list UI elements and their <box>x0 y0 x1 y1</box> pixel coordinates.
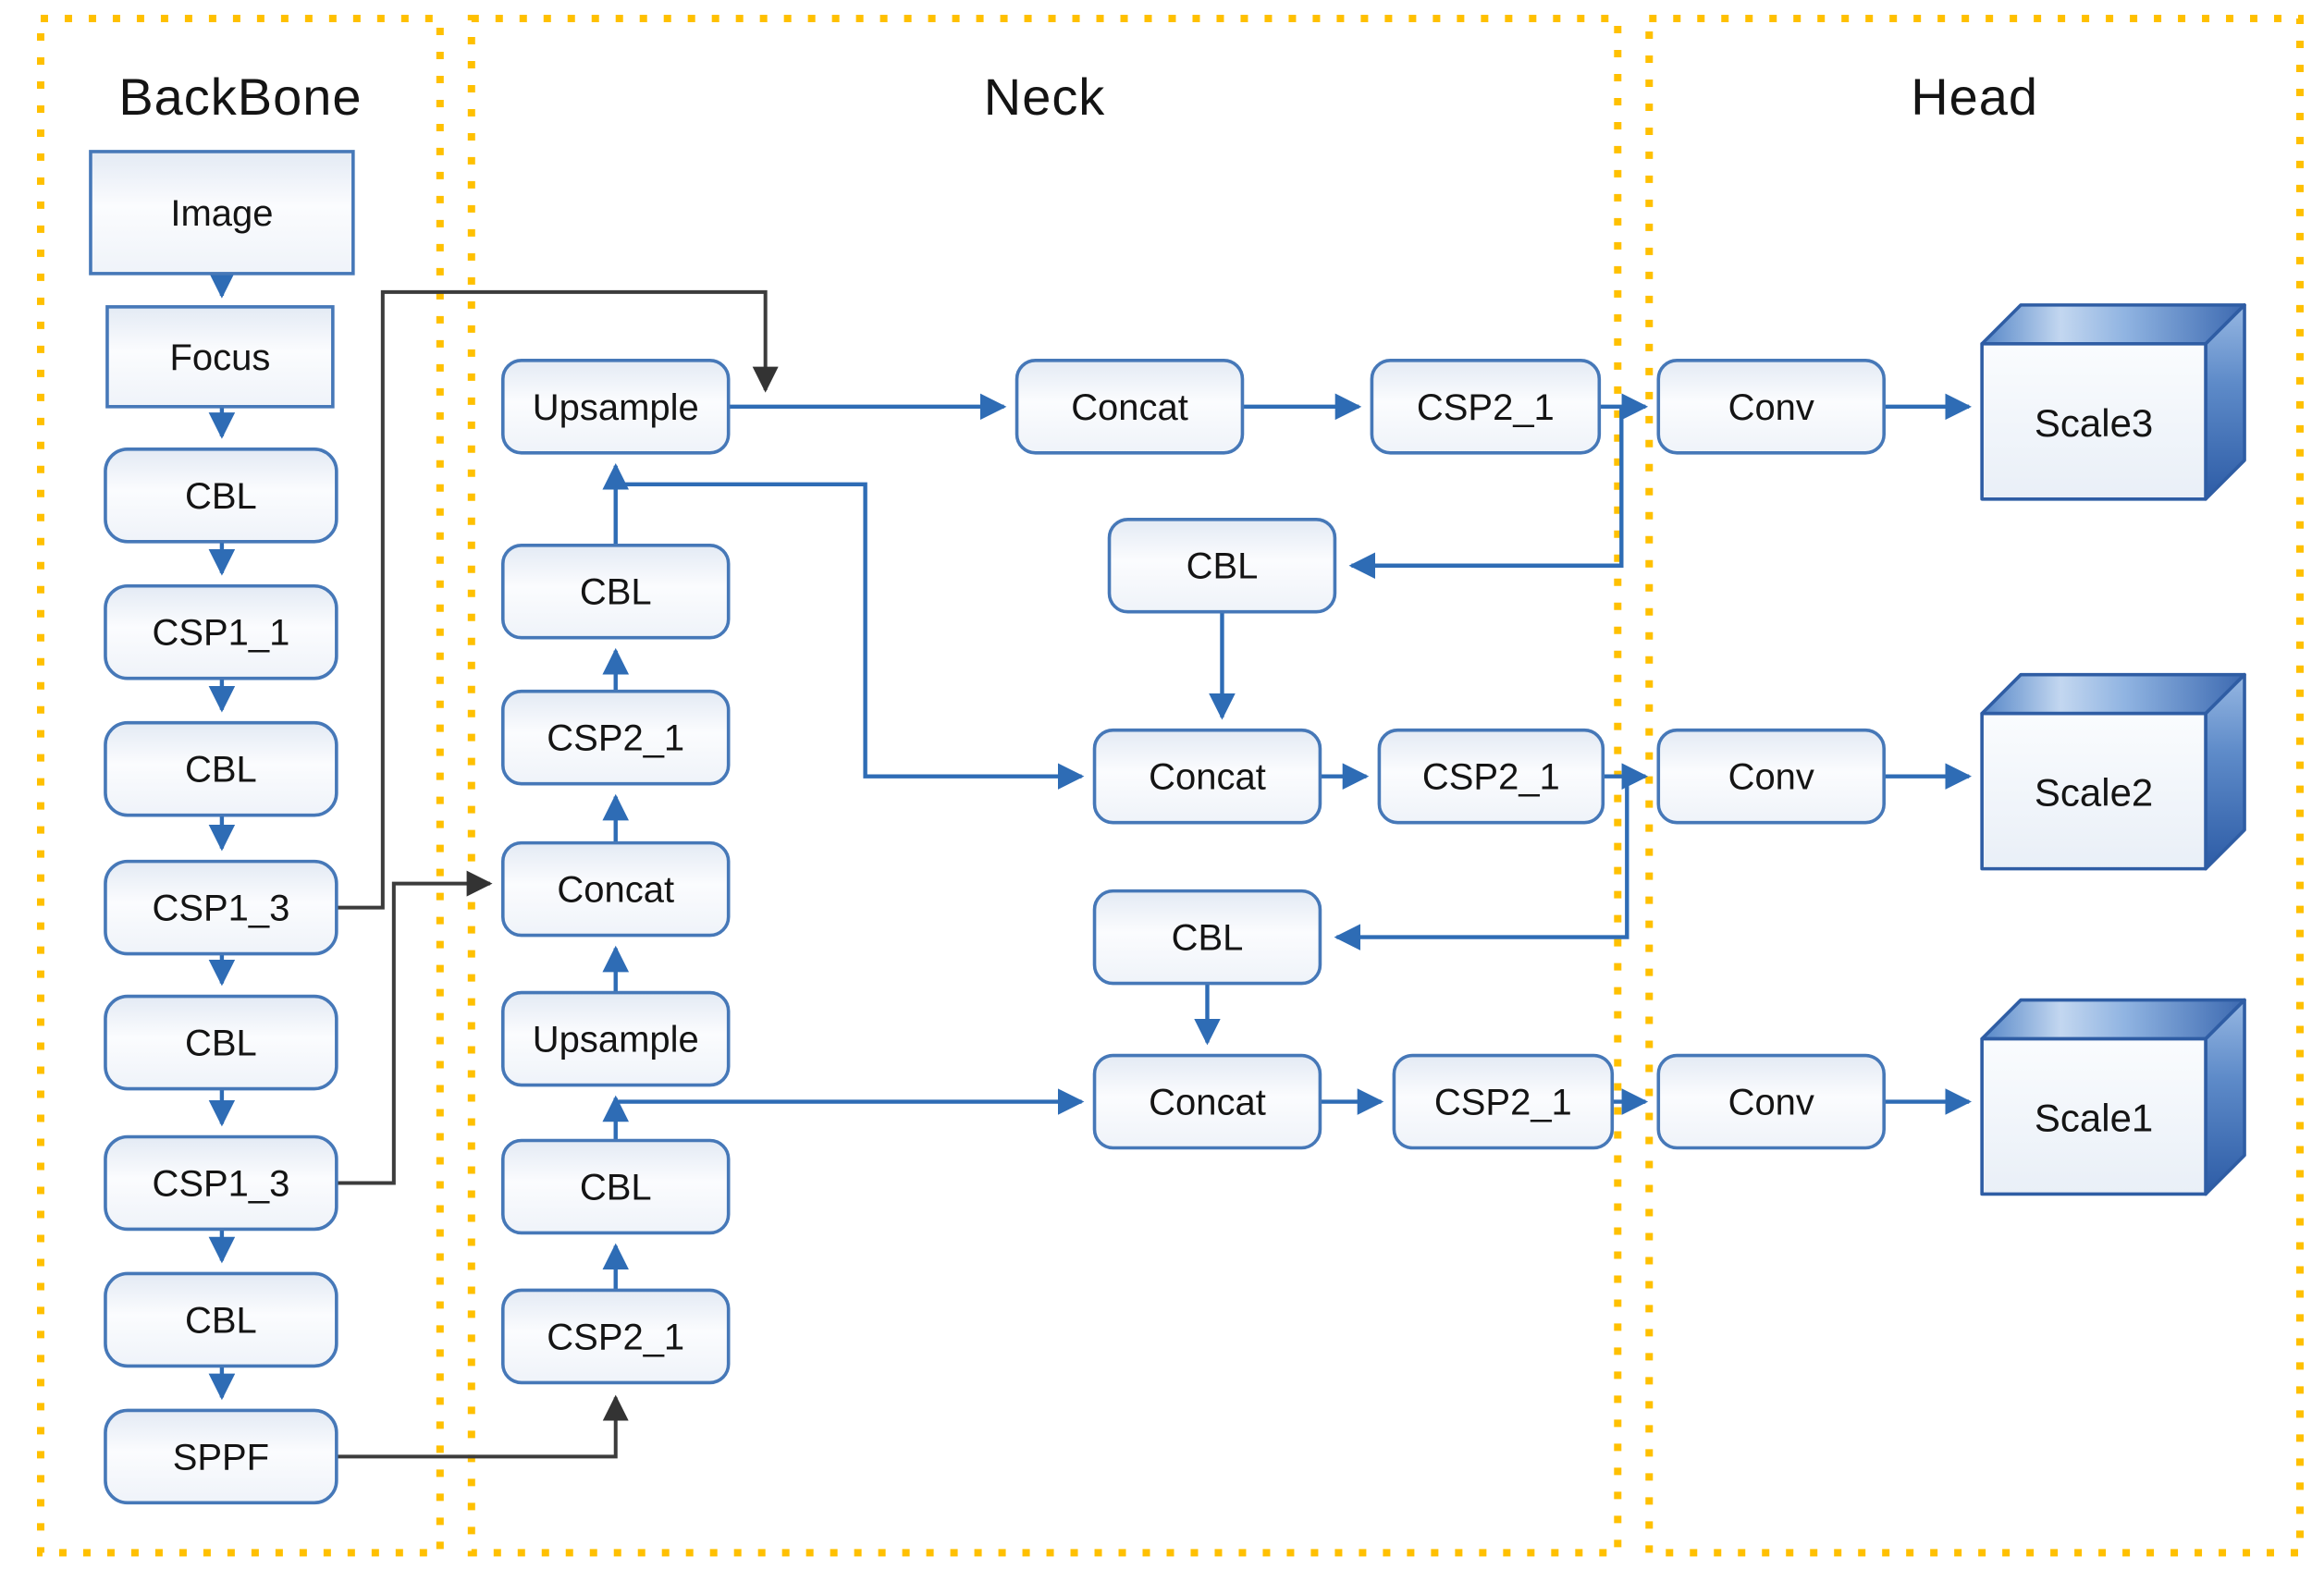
skip-csp1_3-2-to-concat-left <box>336 870 493 1185</box>
node-conv-row3 <box>1656 1053 1886 1150</box>
node-concat-row3 <box>1092 1053 1322 1150</box>
node-cbl-backbone-4 <box>104 1271 338 1368</box>
node-cbl-neck-left-bottom-label: CBL <box>580 1167 652 1208</box>
node-conv-row2 <box>1656 728 1886 825</box>
node-cbl-backbone-3 <box>104 994 338 1091</box>
node-csp2_1-left-top <box>500 689 731 786</box>
node-focus <box>105 305 335 409</box>
node-conv-row1-label: Conv <box>1728 387 1814 428</box>
node-cbl-neck-left-bottom <box>500 1138 731 1235</box>
node-csp1_1 <box>104 583 338 681</box>
node-csp2_1-left-bottom <box>500 1288 731 1385</box>
cube-scale3-front-face <box>1980 342 2207 501</box>
node-upsample-top-label: Upsample <box>533 387 699 428</box>
node-cbl-neck-left-top-label: CBL <box>580 572 652 613</box>
node-cbl-neck-left-top <box>500 543 731 640</box>
node-concat-row1-label: Concat <box>1071 387 1188 428</box>
neck-title: Neck <box>984 67 1106 126</box>
cube-scale1-top-face <box>1980 998 2246 1041</box>
node-csp2_1-row3 <box>1392 1053 1615 1150</box>
cube-scale2-label: Scale2 <box>2035 771 2153 815</box>
node-layer: ImageFocusCBLCSP1_1CBLCSP1_3CBLCSP1_3CBL… <box>89 150 1886 1505</box>
node-cbl-feedback-1-label: CBL <box>1187 546 1259 587</box>
connector-layer <box>208 272 1973 1459</box>
head-region-border <box>1645 14 2305 1557</box>
node-upsample-bottom-label: Upsample <box>533 1020 699 1061</box>
feedback-row2-to-cbl <box>1334 776 1629 950</box>
node-cbl-backbone-4-label: CBL <box>185 1300 257 1341</box>
node-focus-label: Focus <box>169 337 270 378</box>
skip-csp1_3-1-to-concat-row1 <box>336 289 779 910</box>
node-csp2_1-row2-label: CSP2_1 <box>1422 757 1560 798</box>
node-concat-row1 <box>1014 359 1245 455</box>
node-image <box>89 150 355 276</box>
node-cbl-feedback-2 <box>1092 889 1322 986</box>
node-cbl-backbone-1 <box>104 448 338 544</box>
feedback-row1-to-cbl <box>1348 406 1624 580</box>
cube-scale1-front-face <box>1980 1036 2207 1196</box>
node-concat-left <box>500 840 731 938</box>
neck-region-border <box>467 14 1622 1557</box>
node-csp1_3-1-label: CSP1_3 <box>152 889 289 929</box>
node-csp2_1-row2 <box>1377 728 1605 825</box>
node-concat-left-label: Concat <box>557 870 674 911</box>
node-csp1_3-2 <box>104 1134 338 1232</box>
node-upsample-top <box>500 359 731 455</box>
cube-scale2-front-face <box>1980 711 2207 871</box>
node-csp1_3-2-label: CSP1_3 <box>152 1163 289 1204</box>
backbone-region-border <box>36 14 444 1557</box>
node-concat-row3-label: Concat <box>1149 1083 1266 1123</box>
cube-scale3-top-face <box>1980 303 2246 346</box>
cube-scale1-label: Scale1 <box>2035 1097 2153 1140</box>
node-concat-row2 <box>1092 728 1322 825</box>
backbone-title: BackBone <box>118 67 362 126</box>
node-concat-row2-label: Concat <box>1149 757 1266 798</box>
cube-scale2-top-face <box>1980 672 2246 716</box>
node-cbl-backbone-2 <box>104 720 338 817</box>
skip-sppf-to-csp2_1 <box>336 1394 629 1459</box>
node-csp2_1-left-bottom-label: CSP2_1 <box>547 1317 684 1357</box>
node-sppf-label: SPPF <box>173 1437 269 1478</box>
node-csp2_1-row3-label: CSP2_1 <box>1434 1083 1572 1123</box>
node-csp2_1-row1 <box>1370 359 1602 455</box>
node-upsample-bottom <box>500 990 731 1087</box>
node-cbl-backbone-3-label: CBL <box>185 1024 257 1064</box>
lateral-cbl-to-concat-row2 <box>615 482 1085 790</box>
node-csp2_1-left-top-label: CSP2_1 <box>547 718 684 759</box>
node-cbl-backbone-2-label: CBL <box>185 750 257 791</box>
node-csp2_1-row1-label: CSP2_1 <box>1417 387 1555 428</box>
node-cbl-backbone-1-label: CBL <box>185 476 257 517</box>
node-cbl-feedback-1 <box>1107 517 1337 614</box>
node-image-label: Image <box>170 193 273 234</box>
node-conv-row3-label: Conv <box>1728 1083 1814 1123</box>
cube-scale3-label: Scale3 <box>2035 401 2153 445</box>
head-title: Head <box>1911 67 2038 126</box>
node-conv-row2-label: Conv <box>1728 757 1814 798</box>
node-cbl-feedback-2-label: CBL <box>1172 918 1244 959</box>
node-conv-row1 <box>1656 359 1886 455</box>
node-csp1_1-label: CSP1_1 <box>152 613 289 654</box>
node-csp1_3-1 <box>104 859 338 956</box>
node-sppf <box>104 1408 338 1505</box>
